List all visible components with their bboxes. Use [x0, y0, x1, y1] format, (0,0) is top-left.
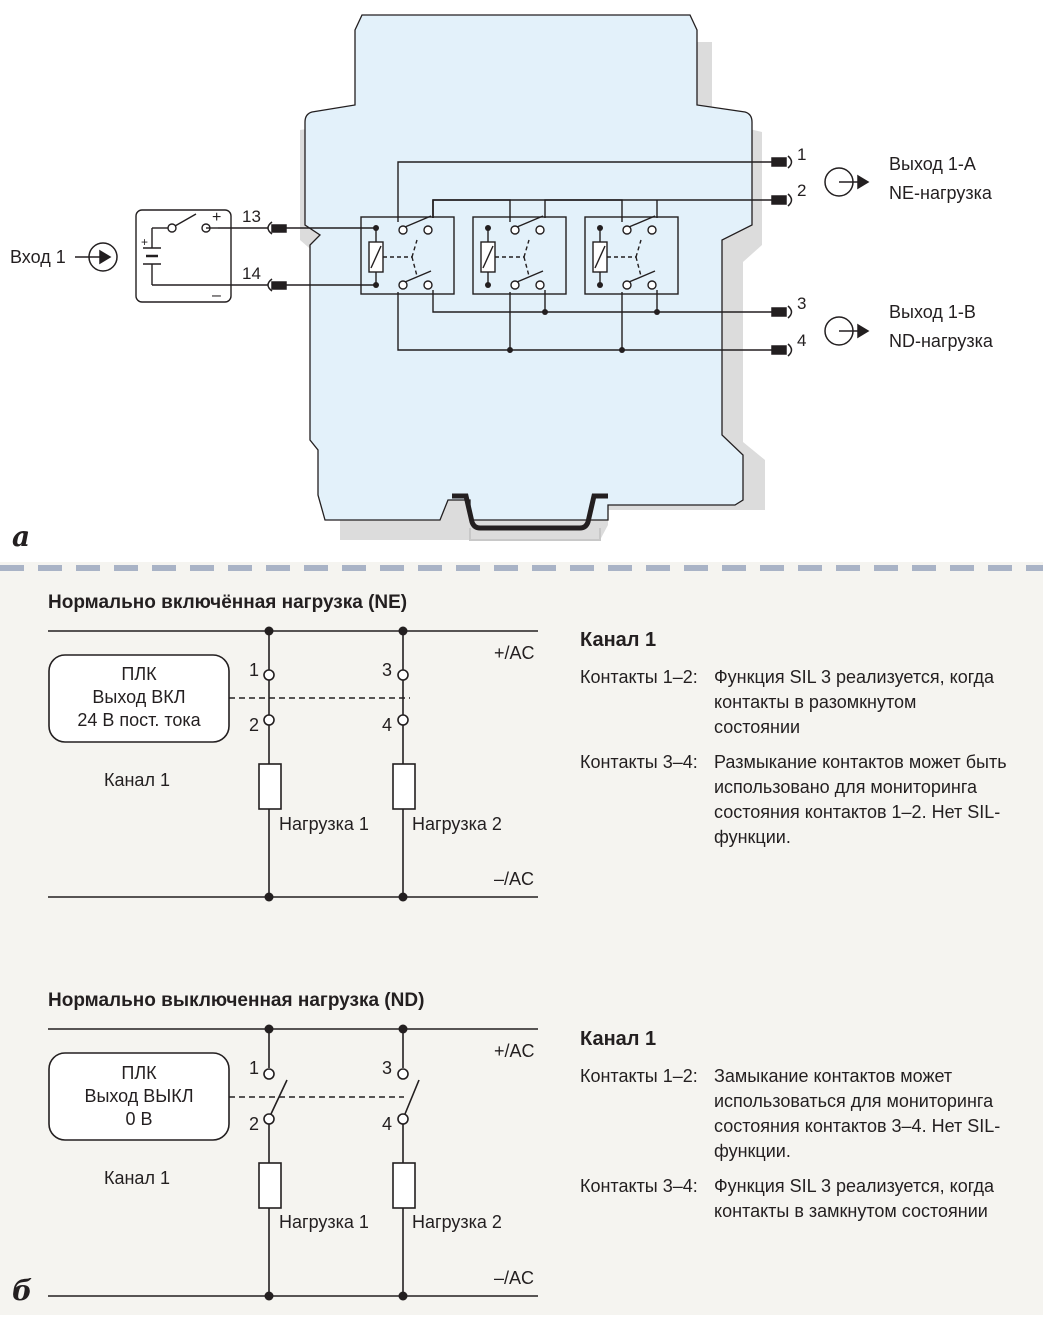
- relay-module-diagram: + – + Вход 1 13 14: [10, 14, 994, 541]
- terminal-2: 2: [797, 181, 806, 200]
- nd-load-1: Нагрузка 1: [279, 1212, 369, 1232]
- relay-housing: [304, 14, 753, 521]
- ne-load-1: Нагрузка 1: [279, 814, 369, 834]
- output-b-line1: Выход 1-В: [889, 302, 976, 322]
- nd-contact-3: 3: [382, 1058, 393, 1078]
- ne-plus-ac: +/AC: [494, 643, 535, 663]
- nd-channel: Канал 1: [104, 1168, 170, 1188]
- dashed-separator: [0, 565, 1043, 571]
- ne-circuit: [48, 626, 538, 902]
- ne-plc-line2: Выход ВКЛ: [92, 687, 186, 707]
- input-minus: –: [212, 287, 221, 304]
- ne-channel: Канал 1: [104, 770, 170, 790]
- nd-info-row-2: Контакты 3–4: Функция SIL 3 реализуется,…: [580, 1174, 1019, 1224]
- ne-contact-2: 2: [249, 715, 260, 735]
- nd-heading: Нормально выключенная нагрузка (ND): [48, 990, 425, 1011]
- relay-3: [584, 215, 679, 295]
- ne-plc-line3: 24 В пост. тока: [77, 710, 201, 730]
- nd-plc-line1: ПЛК: [121, 1063, 157, 1083]
- ne-info-row-1-label: Контакты 1–2:: [580, 667, 698, 687]
- nd-info: Канал 1 Контакты 1–2: Замыкание контакто…: [580, 1027, 1019, 1234]
- relay-2: [472, 215, 567, 295]
- ne-minus-ac: –/AC: [494, 869, 535, 889]
- output-a-arrow-icon: [824, 167, 870, 197]
- nd-info-row-2-text: Функция SIL 3 реализуется, когда контакт…: [714, 1176, 994, 1221]
- ne-heading: Нормально включённая нагрузка (NE): [48, 592, 408, 613]
- battery-plus: +: [141, 235, 148, 249]
- terminal-1: 1: [797, 145, 806, 164]
- output-b-line2: ND-нагрузка: [889, 331, 994, 351]
- terminal-3: 3: [797, 294, 806, 313]
- nd-contact-1: 1: [249, 1058, 260, 1078]
- nd-minus-ac: –/AC: [494, 1268, 535, 1288]
- input-label: Вход 1: [10, 247, 66, 267]
- nd-load-2: Нагрузка 2: [412, 1212, 502, 1232]
- nd-plc-line2: Выход ВЫКЛ: [84, 1086, 194, 1106]
- ne-info-row-2-text: Размыкание контактов может быть использо…: [714, 752, 1007, 847]
- ne-info-title: Канал 1: [580, 629, 657, 651]
- ne-contact-1: 1: [249, 660, 260, 680]
- nd-info-row-2-label: Контакты 3–4:: [580, 1176, 698, 1196]
- output-a-line1: Выход 1-А: [889, 154, 976, 174]
- output-terminals: [771, 155, 793, 357]
- ne-info-row-2: Контакты 3–4: Размыкание контактов может…: [580, 750, 1014, 850]
- ne-contact-4: 4: [382, 715, 393, 735]
- nd-plc-line3: 0 В: [125, 1109, 153, 1129]
- nd-info-row-1-label: Контакты 1–2:: [580, 1066, 698, 1086]
- terminal-13: 13: [242, 207, 261, 226]
- nd-info-row-1-text: Замыкание контактов может использоваться…: [714, 1066, 1001, 1161]
- terminal-4: 4: [797, 331, 806, 350]
- nd-contact-2: 2: [249, 1114, 260, 1134]
- input-plus: +: [212, 209, 221, 226]
- ne-load-2: Нагрузка 2: [412, 814, 502, 834]
- ne-info-row-1: Контакты 1–2: Функция SIL 3 реализуется,…: [580, 665, 1014, 740]
- input-switch: [135, 209, 268, 303]
- din-rail: [452, 493, 608, 531]
- output-a-line2: NE-нагрузка: [889, 183, 993, 203]
- ne-contact-3: 3: [382, 660, 393, 680]
- nd-plus-ac: +/AC: [494, 1041, 535, 1061]
- ne-info: Канал 1 Контакты 1–2: Функция SIL 3 реал…: [580, 628, 1014, 860]
- ne-plc-box-text: ПЛК Выход ВКЛ 24 В пост. тока: [49, 663, 229, 732]
- nd-plc-box-text: ПЛК Выход ВЫКЛ 0 В: [49, 1062, 229, 1131]
- ne-info-row-1-text: Функция SIL 3 реализуется, когда контакт…: [714, 667, 994, 737]
- figure-label-a: а: [12, 520, 31, 553]
- junction-dots: [373, 225, 660, 353]
- input-terminals: [267, 221, 287, 292]
- ne-plc-line1: ПЛК: [121, 664, 157, 684]
- relay-1: [360, 215, 455, 295]
- output-b-arrow-icon: [824, 316, 870, 346]
- input-arrow-icon: [75, 242, 118, 272]
- nd-circuit: [48, 1024, 538, 1301]
- nd-info-row-1: Контакты 1–2: Замыкание контактов может …: [580, 1064, 1019, 1164]
- nd-info-title: Канал 1: [580, 1028, 657, 1050]
- figure-label-b: б: [12, 1274, 33, 1307]
- ne-info-row-2-label: Контакты 3–4:: [580, 752, 698, 772]
- nd-contact-4: 4: [382, 1114, 393, 1134]
- terminal-14: 14: [242, 264, 261, 283]
